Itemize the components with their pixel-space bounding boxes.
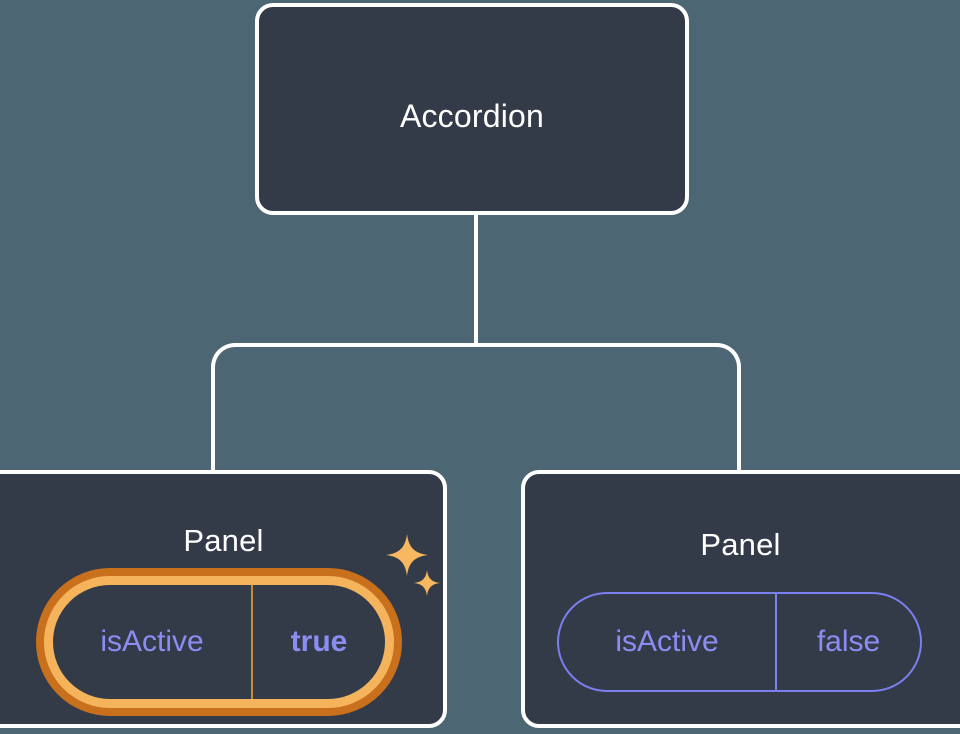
node-panel-active-label: Panel [183,523,264,558]
prop-key-isactive-false: isActive [615,625,719,658]
prop-pill-active-glow [36,568,402,716]
connector-bracket [211,343,741,473]
node-accordion[interactable]: Accordion [255,3,689,215]
node-accordion-label: Accordion [399,98,545,134]
prop-value-isactive-true: true [251,585,385,699]
prop-value-isactive-false: false [775,594,920,690]
node-panel-inactive-label: Panel [700,527,781,562]
prop-pill-active-wrapper[interactable]: isActive true [36,568,402,716]
connector-trunk [474,213,478,347]
prop-key-isactive-true: isActive [100,625,204,658]
connector-bracket-line [211,343,741,473]
prop-pill-inactive[interactable]: isActive false [557,592,922,692]
prop-pill-active[interactable]: isActive true [44,576,394,708]
